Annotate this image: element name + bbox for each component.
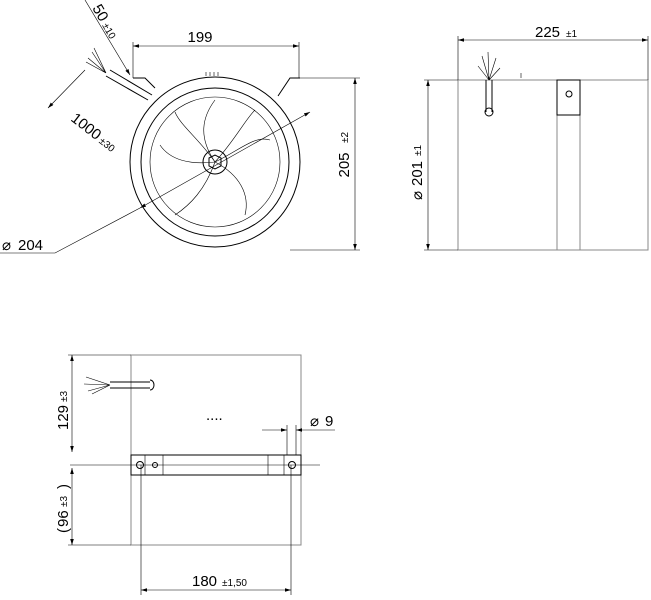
cable: [105, 69, 153, 101]
side-view: 225 ±1 ⌀ 201 ±1: [409, 24, 649, 251]
upper-length-dim: 129: [55, 405, 72, 430]
lower-housing: [130, 474, 302, 546]
height-dim: 205: [336, 152, 353, 177]
top-wires: [83, 376, 111, 395]
height-tol: ±2: [340, 132, 351, 143]
side-wires: [477, 51, 501, 81]
mounting-bracket: [133, 77, 300, 97]
lower-length-dim: 96: [55, 510, 72, 527]
length-tol: ±1: [566, 29, 577, 40]
diameter-symbol: ⌀: [2, 237, 11, 254]
cable-length-tol: ±30: [97, 136, 117, 155]
terminal-pins: [205, 72, 219, 76]
cable-wires: [85, 47, 107, 74]
side-diameter-dim: 201: [409, 161, 426, 186]
front-view: 199 205 ±2 1000 ±30 50 ±10 ⌀ 204: [0, 0, 360, 254]
hole-diameter-symbol: ⌀: [310, 413, 319, 430]
side-diameter-tol: ±1: [413, 145, 424, 156]
cable-gland: [485, 80, 493, 112]
top-cable: [110, 381, 150, 389]
hole-spacing-dim: 180: [192, 573, 217, 590]
upper-length-tol: ±3: [59, 391, 70, 402]
housing-side: [457, 79, 649, 251]
svg-text:(: (: [55, 528, 72, 533]
lower-length-tol: ±3: [59, 496, 70, 507]
strip-length-tol: ±10: [99, 21, 117, 41]
upper-housing: [130, 354, 302, 456]
strap: [556, 79, 581, 251]
svg-text:): ): [55, 484, 72, 489]
cable-length-dim: 1000: [68, 110, 105, 144]
length-dim: 225: [535, 24, 560, 41]
diameter-dim: 204: [18, 237, 43, 254]
width-dim: 199: [187, 29, 212, 46]
side-diameter-symbol: ⌀: [409, 191, 426, 200]
hole-spacing-tol: ±1,50: [222, 578, 247, 589]
label-dots: ....: [206, 407, 223, 424]
top-view: .... ⌀ 9 129 ±3 ( 96 ±3 ) 180 ±1,50: [55, 354, 335, 595]
impeller-blades: [159, 99, 271, 216]
strip-length-dim: 50: [89, 2, 112, 25]
hole-diameter-dim: 9: [325, 413, 333, 430]
